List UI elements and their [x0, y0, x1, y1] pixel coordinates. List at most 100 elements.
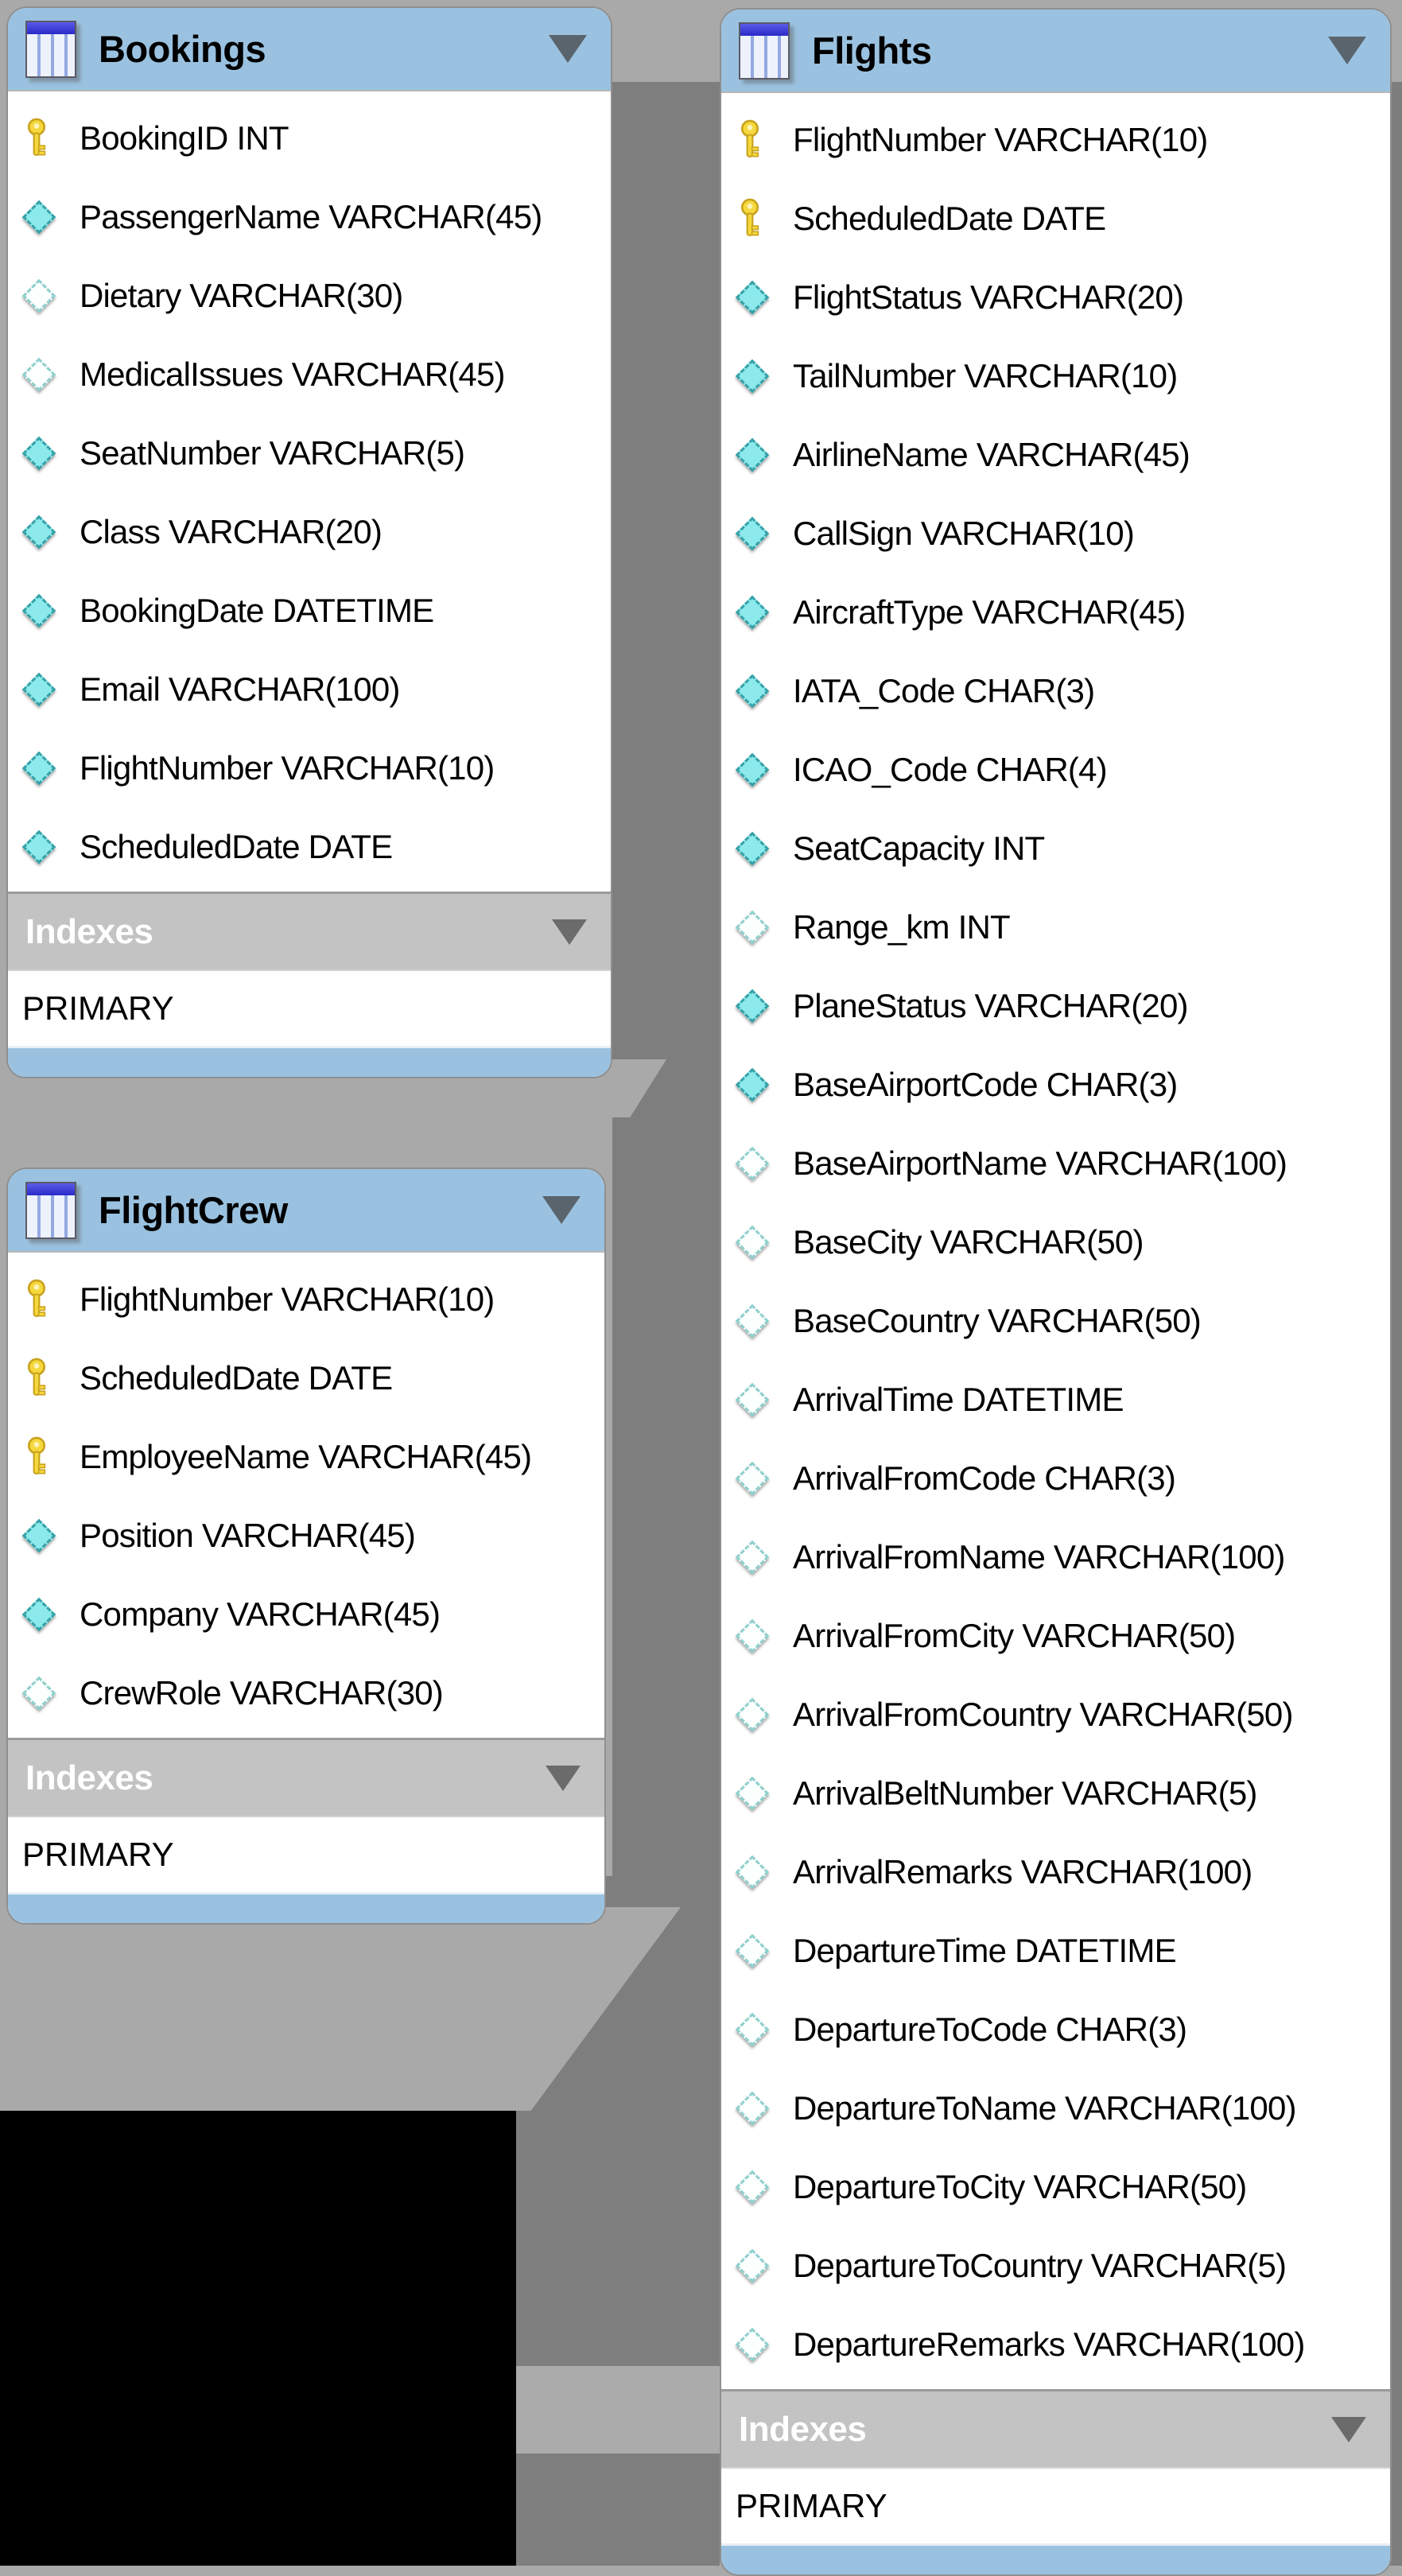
table-header[interactable]: FlightCrew — [8, 1169, 604, 1253]
table-flightcrew[interactable]: FlightCrew FlightNumber VARCHAR(10)Sched… — [6, 1168, 606, 1925]
column-row[interactable]: BaseCity VARCHAR(50) — [721, 1203, 1390, 1281]
columns-section: BookingID INT PassengerName VARCHAR(45) Di… — [8, 91, 611, 892]
column-row[interactable]: EmployeeName VARCHAR(45) — [8, 1417, 604, 1496]
diamond-filled-icon — [21, 436, 80, 470]
column-row[interactable]: ArrivalFromCity VARCHAR(50) — [721, 1596, 1390, 1675]
column-row[interactable]: DepartureToName VARCHAR(100) — [721, 2069, 1390, 2147]
diamond-filled-icon — [734, 752, 793, 787]
column-row[interactable]: BaseCountry VARCHAR(50) — [721, 1281, 1390, 1360]
column-row[interactable]: AirlineName VARCHAR(45) — [721, 415, 1390, 494]
table-icon — [25, 1181, 76, 1239]
column-row[interactable]: CallSign VARCHAR(10) — [721, 494, 1390, 573]
column-row[interactable]: DepartureRemarks VARCHAR(100) — [721, 2305, 1390, 2384]
column-row[interactable]: DepartureToCode CHAR(3) — [721, 1990, 1390, 2069]
collapse-arrow-icon[interactable] — [1331, 2416, 1366, 2442]
diamond-filled-icon — [734, 674, 793, 708]
off-canvas-area — [0, 2111, 516, 2566]
column-text: DepartureToCountry VARCHAR(5) — [793, 2246, 1287, 2284]
indexes-section-header[interactable]: Indexes — [8, 892, 611, 969]
column-row[interactable]: ArrivalFromCode CHAR(3) — [721, 1439, 1390, 1517]
column-row[interactable]: Email VARCHAR(100) — [8, 650, 611, 729]
diamond-hollow-icon — [734, 2248, 793, 2283]
column-row[interactable]: PassengerName VARCHAR(45) — [8, 177, 611, 256]
column-row[interactable]: PlaneStatus VARCHAR(20) — [721, 966, 1390, 1045]
column-text: FlightNumber VARCHAR(10) — [793, 120, 1208, 158]
diamond-hollow-icon — [734, 2170, 793, 2204]
column-text: FlightNumber VARCHAR(10) — [80, 748, 495, 787]
table-footer — [8, 1892, 604, 1923]
column-row[interactable]: DepartureToCity VARCHAR(50) — [721, 2147, 1390, 2226]
collapse-arrow-icon[interactable] — [552, 919, 587, 945]
diamond-hollow-icon — [734, 2327, 793, 2361]
column-text: ArrivalFromName VARCHAR(100) — [793, 1537, 1285, 1576]
column-row[interactable]: FlightStatus VARCHAR(20) — [721, 258, 1390, 336]
column-row[interactable]: FlightNumber VARCHAR(10) — [8, 729, 611, 807]
column-row[interactable]: BaseAirportCode CHAR(3) — [721, 1045, 1390, 1124]
diamond-filled-icon — [21, 672, 80, 706]
column-row[interactable]: ArrivalFromName VARCHAR(100) — [721, 1517, 1390, 1596]
index-row[interactable]: PRIMARY — [721, 2467, 1390, 2543]
diamond-hollow-icon — [734, 1540, 793, 1574]
column-row[interactable]: SeatNumber VARCHAR(5) — [8, 414, 611, 492]
column-row[interactable]: SeatCapacity INT — [721, 809, 1390, 888]
column-row[interactable]: DepartureToCountry VARCHAR(5) — [721, 2226, 1390, 2305]
column-row[interactable]: AircraftType VARCHAR(45) — [721, 573, 1390, 651]
diamond-filled-icon — [21, 1518, 80, 1552]
column-row[interactable]: Range_km INT — [721, 888, 1390, 966]
column-row[interactable]: ArrivalTime DATETIME — [721, 1360, 1390, 1439]
column-row[interactable]: ScheduledDate DATE — [8, 1339, 604, 1417]
collapse-arrow-icon[interactable] — [542, 1196, 581, 1224]
collapse-arrow-icon[interactable] — [1328, 37, 1366, 64]
column-row[interactable]: ICAO_Code CHAR(4) — [721, 730, 1390, 809]
diamond-filled-icon — [21, 515, 80, 549]
table-icon — [739, 21, 790, 80]
column-row[interactable]: IATA_Code CHAR(3) — [721, 651, 1390, 730]
collapse-arrow-icon[interactable] — [546, 1765, 581, 1791]
column-row[interactable]: Dietary VARCHAR(30) — [8, 256, 611, 335]
indexes-section-header[interactable]: Indexes — [8, 1738, 604, 1816]
column-text: DepartureToCity VARCHAR(50) — [793, 2167, 1247, 2205]
column-row[interactable]: TailNumber VARCHAR(10) — [721, 336, 1390, 415]
column-row[interactable]: DepartureTime DATETIME — [721, 1911, 1390, 1990]
table-bookings[interactable]: Bookings BookingID INT PassengerName VARC… — [6, 6, 612, 1078]
diamond-filled-icon — [734, 831, 793, 865]
column-text: PlaneStatus VARCHAR(20) — [793, 986, 1189, 1024]
index-row[interactable]: PRIMARY — [8, 1816, 604, 1892]
column-row[interactable]: Class VARCHAR(20) — [8, 492, 611, 571]
column-row[interactable]: MedicalIssues VARCHAR(45) — [8, 335, 611, 414]
index-row[interactable]: PRIMARY — [8, 969, 611, 1046]
column-row[interactable]: ScheduledDate DATE — [8, 807, 611, 886]
column-row[interactable]: BaseAirportName VARCHAR(100) — [721, 1124, 1390, 1203]
indexes-section-header[interactable]: Indexes — [721, 2389, 1390, 2467]
table-footer — [721, 2543, 1390, 2574]
column-text: ArrivalFromCountry VARCHAR(50) — [793, 1695, 1293, 1733]
column-row[interactable]: Position VARCHAR(45) — [8, 1496, 604, 1575]
column-row[interactable]: FlightNumber VARCHAR(10) — [8, 1260, 604, 1339]
column-row[interactable]: CrewRole VARCHAR(30) — [8, 1653, 604, 1732]
diamond-hollow-icon — [734, 1225, 793, 1259]
diamond-filled-icon — [734, 1067, 793, 1102]
column-text: CallSign VARCHAR(10) — [793, 514, 1135, 552]
column-row[interactable]: BookingID INT — [8, 99, 611, 177]
table-title: Bookings — [99, 28, 266, 70]
table-header[interactable]: Bookings — [8, 8, 611, 91]
diamond-filled-icon — [21, 1597, 80, 1631]
column-row[interactable]: Company VARCHAR(45) — [8, 1575, 604, 1653]
column-row[interactable]: FlightNumber VARCHAR(10) — [721, 100, 1390, 179]
collapse-arrow-icon[interactable] — [549, 35, 587, 63]
column-text: IATA_Code CHAR(3) — [793, 671, 1095, 709]
table-flights[interactable]: Flights FlightNumber VARCHAR(10) Schedule… — [720, 8, 1392, 2576]
column-text: ArrivalBeltNumber VARCHAR(5) — [793, 1774, 1257, 1812]
column-row[interactable]: ArrivalRemarks VARCHAR(100) — [721, 1832, 1390, 1911]
column-text: EmployeeName VARCHAR(45) — [80, 1437, 532, 1475]
column-text: ArrivalFromCode CHAR(3) — [793, 1459, 1176, 1497]
column-row[interactable]: ArrivalBeltNumber VARCHAR(5) — [721, 1754, 1390, 1832]
column-row[interactable]: ArrivalFromCountry VARCHAR(50) — [721, 1675, 1390, 1754]
canvas-light-band — [516, 2366, 720, 2454]
table-header[interactable]: Flights — [721, 10, 1390, 93]
column-text: PassengerName VARCHAR(45) — [80, 197, 542, 235]
column-row[interactable]: BookingDate DATETIME — [8, 571, 611, 650]
diamond-filled-icon — [734, 280, 793, 314]
key-icon — [734, 119, 793, 161]
column-row[interactable]: ScheduledDate DATE — [721, 179, 1390, 258]
